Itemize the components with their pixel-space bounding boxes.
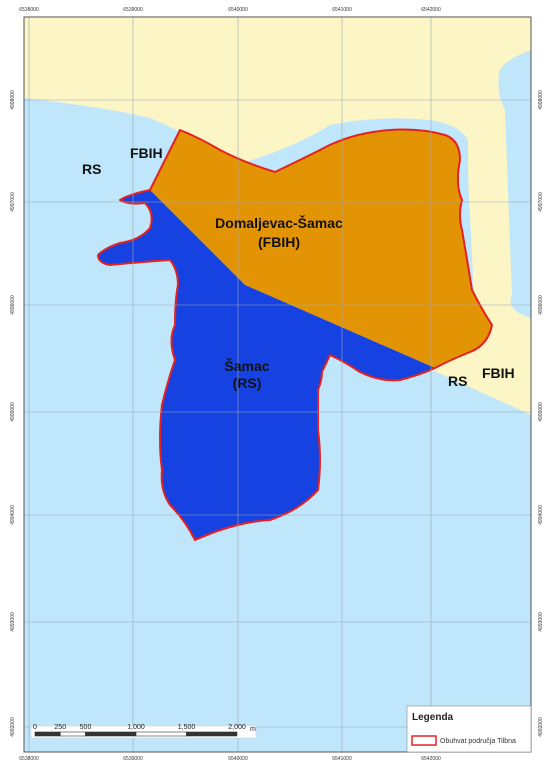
red-outline-rect-icon <box>411 735 437 746</box>
scale-bar-segments <box>34 731 238 737</box>
label-rs-left: RS <box>82 161 101 177</box>
scale-bar-unit: m <box>250 726 256 733</box>
grid-label-left: 4993000 <box>10 612 16 632</box>
grid-label-bottom: 6539000 <box>123 756 143 762</box>
label-samac-entity: (RS) <box>233 375 262 391</box>
grid-label-right: 4997000 <box>538 192 544 212</box>
scale-bar-segment <box>85 731 137 737</box>
scale-bar-tick-label: 1,500 <box>178 724 196 731</box>
grid-label-bottom: 6540000 <box>228 756 248 762</box>
scale-bar-tick-label: 500 <box>80 724 92 731</box>
grid-label-left: 4996000 <box>10 295 16 315</box>
legend: Legenda Obuhvat područja Tilbna <box>406 705 532 753</box>
grid-label-left: 4994000 <box>10 505 16 525</box>
map-content <box>24 17 531 752</box>
samac-area <box>98 190 435 540</box>
grid-label-right: 4996000 <box>538 295 544 315</box>
domaljevac-samac-area <box>150 129 492 368</box>
grid-label-right: 4998000 <box>538 90 544 110</box>
legend-item-label: Obuhvat područja Tilbna <box>440 738 516 745</box>
grid-label-left: 4997000 <box>10 192 16 212</box>
scale-bar: 0 250 500 1,000 1,500 2,000 m <box>30 724 257 739</box>
rs-area-right-lobe <box>510 70 531 305</box>
label-fbih-top: FBIH <box>130 145 163 161</box>
grid-label-right: 4994000 <box>538 505 544 525</box>
fbih-area <box>24 17 531 415</box>
legend-title: Legenda <box>412 712 454 723</box>
label-fbih-right: FBIH <box>482 365 515 381</box>
scale-bar-ticks: 0 250 500 1,000 1,500 2,000 <box>33 724 246 731</box>
grid-label-left: 4998000 <box>10 90 16 110</box>
study-area-boundary <box>97 128 493 541</box>
grid-label-top: 6539000 <box>123 7 143 13</box>
scale-bar-segment <box>34 731 61 737</box>
grid-label-left: 4995000 <box>10 402 16 422</box>
grid-label-right: 4993000 <box>538 612 544 632</box>
grid-label-bottom: 6541000 <box>332 756 352 762</box>
scale-bar-segment <box>135 731 187 737</box>
scale-bar-segment <box>59 731 86 737</box>
grid-label-bottom: 6538000 <box>19 756 39 762</box>
scale-bar-tick-label: 1,000 <box>127 724 145 731</box>
coordinate-grid <box>24 17 531 752</box>
grid-label-top: 6538000 <box>19 7 39 13</box>
label-samac-name: Šamac <box>224 357 269 374</box>
label-domaljevac-name: Domaljevac-Šamac <box>215 214 343 231</box>
grid-label-top: 6540000 <box>228 7 248 13</box>
grid-label-right: 4992000 <box>538 717 544 737</box>
grid-label-right: 4995000 <box>538 402 544 422</box>
label-domaljevac-entity: (FBIH) <box>258 234 300 250</box>
grid-label-top: 6541000 <box>332 7 352 13</box>
label-rs-right: RS <box>448 373 467 389</box>
grid-label-left: 4992000 <box>10 717 16 737</box>
scale-bar-tick-label: 2,000 <box>228 724 246 731</box>
scale-bar-tick-label: 250 <box>54 724 66 731</box>
scale-bar-segment <box>186 731 238 737</box>
grid-label-top: 6542000 <box>421 7 441 13</box>
map-frame-border <box>23 16 532 753</box>
scale-bar-tick-label: 0 <box>33 724 37 731</box>
coordinate-labels: 6538000 6539000 6540000 6541000 6542000 65380… <box>10 7 544 762</box>
grid-label-bottom: 6542000 <box>421 756 441 762</box>
